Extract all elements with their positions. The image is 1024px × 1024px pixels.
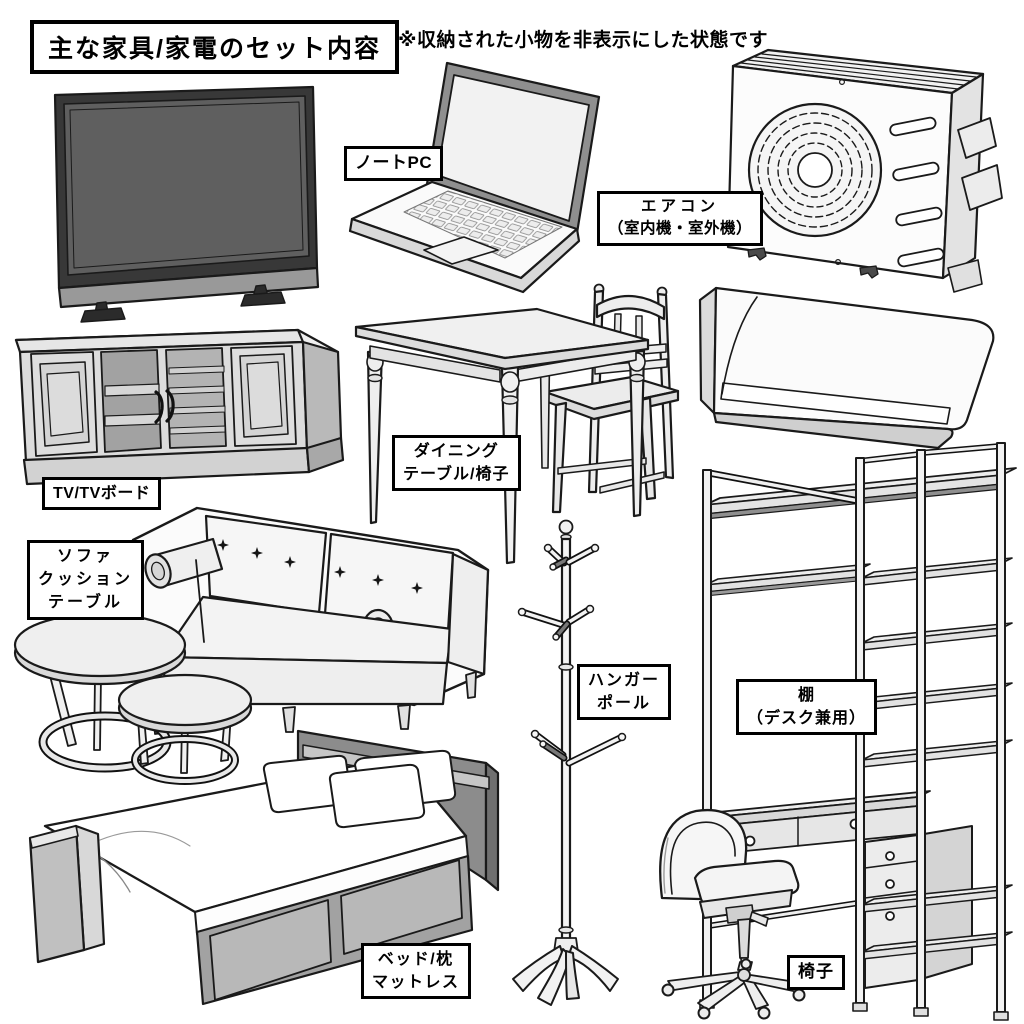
nesting-tables-illustration bbox=[13, 612, 253, 785]
label-dining-line1: ダイニング bbox=[413, 443, 499, 460]
bed-illustration bbox=[28, 729, 500, 1006]
label-shelf-line1: 棚 bbox=[798, 687, 816, 704]
hanger-pole-illustration bbox=[512, 519, 627, 1006]
office-chair-illustration bbox=[659, 808, 806, 1020]
label-dining: ダイニング テーブル/椅子 bbox=[392, 435, 521, 492]
label-sofa-line3: テーブル bbox=[47, 594, 124, 612]
aircon-outdoor-illustration bbox=[726, 48, 1003, 293]
label-bed-line2: マットレス bbox=[372, 974, 460, 992]
label-sofa-line1: ソファ bbox=[57, 548, 115, 565]
label-dining-line2: テーブル/椅子 bbox=[403, 466, 510, 484]
page-title: 主な家具/家電のセット内容 bbox=[30, 20, 399, 74]
label-aircon-line1: エアコン bbox=[641, 198, 720, 215]
label-aircon: エアコン （室内機・室外機） bbox=[597, 191, 764, 246]
label-chair: 椅子 bbox=[787, 955, 845, 990]
tv-illustration bbox=[53, 85, 320, 323]
label-shelf-line2: （デスク兼用） bbox=[747, 710, 867, 728]
laptop-illustration bbox=[348, 61, 601, 294]
aircon-indoor-illustration bbox=[698, 286, 995, 450]
label-sofa-line2: クッション bbox=[38, 571, 134, 589]
label-hanger: ハンガー ポール bbox=[577, 664, 672, 721]
label-bed-line1: ベッド/枕 bbox=[377, 951, 454, 968]
label-bed: ベッド/枕 マットレス bbox=[361, 943, 471, 1000]
label-hanger-line1: ハンガー bbox=[588, 672, 661, 689]
label-laptop: ノートPC bbox=[344, 146, 444, 181]
dining-table-illustration bbox=[354, 307, 650, 565]
tv-board-illustration bbox=[14, 328, 345, 486]
label-sofa: ソファ クッション テーブル bbox=[27, 540, 145, 620]
label-shelf: 棚 （デスク兼用） bbox=[736, 679, 878, 736]
label-tv-board: TV/TVボード bbox=[42, 477, 162, 511]
header-note: ※収納された小物を非表示にした状態です bbox=[398, 30, 768, 51]
label-hanger-line2: ポール bbox=[597, 695, 652, 713]
label-aircon-line2: （室内機・室外機） bbox=[608, 220, 753, 238]
